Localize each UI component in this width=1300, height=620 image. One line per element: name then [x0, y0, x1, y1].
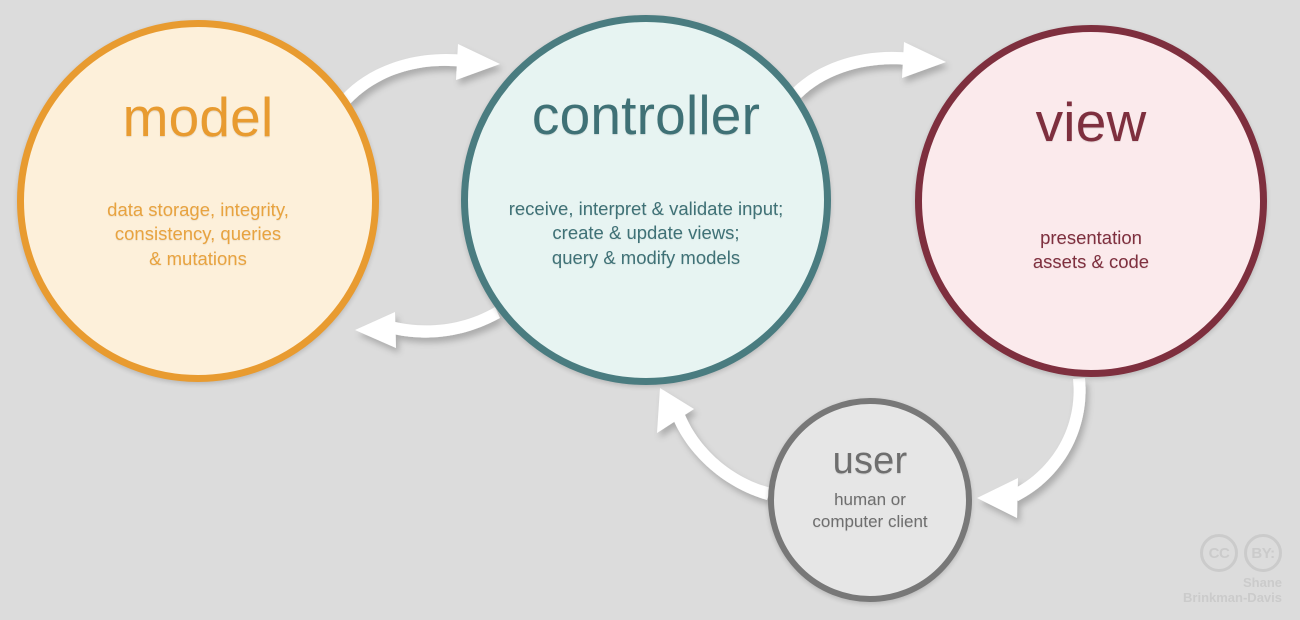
- node-controller-title: controller: [531, 84, 761, 146]
- node-model-title: model: [122, 86, 274, 148]
- node-view-description: presentation assets & code: [1032, 227, 1150, 273]
- cc-icon: CC: [1200, 534, 1238, 573]
- arrow-controller-to-model: [355, 307, 500, 348]
- arrow-view-to-user: [977, 378, 1086, 518]
- node-model-description: data storage, integrity, consistency, qu…: [107, 199, 289, 269]
- node-controller[interactable]: controller receive, interpret & validate…: [461, 15, 831, 385]
- node-view[interactable]: view presentation assets & code: [915, 25, 1267, 377]
- author-credit: Shane Brinkman-Davis: [1183, 575, 1282, 606]
- arrow-user-to-controller: [657, 388, 771, 500]
- attribution-block: CC BY: Shane Brinkman-Davis: [1183, 534, 1282, 606]
- node-user-title: user: [832, 440, 908, 482]
- creative-commons-badge: CC BY:: [1200, 534, 1282, 573]
- node-user-description: human or computer client: [812, 490, 928, 532]
- node-view-title: view: [1035, 91, 1147, 153]
- node-controller-description: receive, interpret & validate input; cre…: [508, 198, 784, 268]
- node-user[interactable]: user human or computer client: [768, 398, 972, 602]
- arrow-controller-to-view: [793, 42, 946, 98]
- node-model[interactable]: model data storage, integrity, consisten…: [17, 20, 379, 382]
- cc-by-icon: BY:: [1244, 534, 1282, 573]
- arrow-model-to-controller: [342, 44, 500, 104]
